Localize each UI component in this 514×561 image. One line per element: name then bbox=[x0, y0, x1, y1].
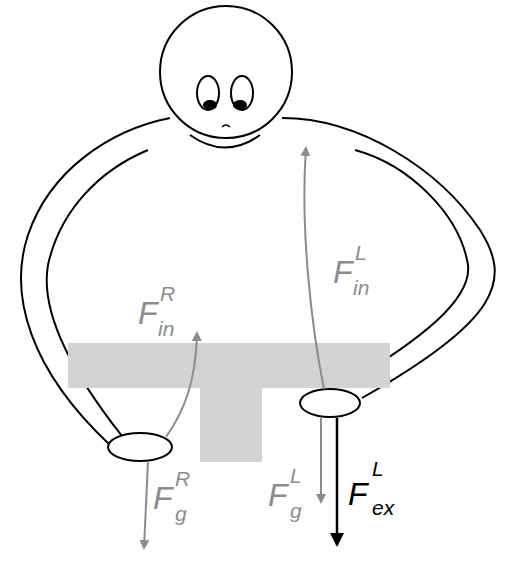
hand bbox=[300, 389, 360, 417]
hand bbox=[108, 433, 172, 461]
force-subscript: in bbox=[158, 318, 174, 339]
force-symbol: F bbox=[153, 482, 173, 514]
force-superscript: L bbox=[355, 242, 367, 263]
smile bbox=[190, 135, 260, 148]
force-subscript: in bbox=[353, 277, 369, 298]
force-symbol: F bbox=[333, 256, 353, 288]
force-subscript: g bbox=[290, 500, 302, 521]
head bbox=[160, 6, 292, 138]
force-symbol: F bbox=[348, 478, 368, 510]
force-superscript: L bbox=[290, 465, 302, 486]
force-subscript: ex bbox=[372, 497, 394, 518]
force-arrow bbox=[320, 418, 322, 502]
force-superscript: R bbox=[175, 468, 190, 489]
pupil bbox=[233, 100, 247, 110]
force-symbol: F bbox=[268, 479, 288, 511]
force-arrow bbox=[166, 333, 197, 437]
force-arrow bbox=[304, 148, 324, 389]
t-object bbox=[68, 343, 390, 462]
pupil bbox=[203, 100, 217, 110]
force-superscript: R bbox=[160, 283, 175, 304]
nose bbox=[222, 125, 230, 127]
force-superscript: L bbox=[372, 458, 384, 479]
force-subscript: g bbox=[175, 503, 187, 524]
eye bbox=[231, 76, 253, 110]
force-symbol: F bbox=[138, 297, 158, 329]
eye bbox=[197, 76, 219, 110]
force-arrow bbox=[144, 461, 148, 548]
force-arrow bbox=[336, 418, 339, 545]
